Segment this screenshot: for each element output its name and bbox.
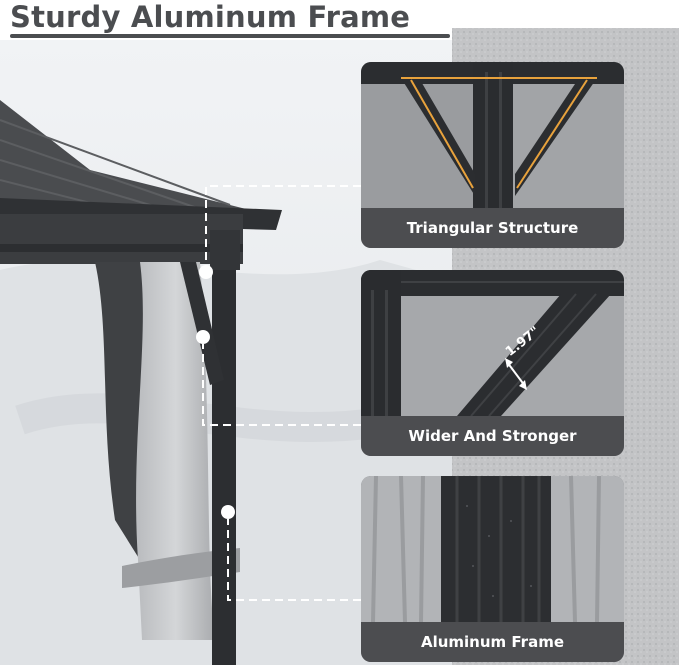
aluminum-frame-image [361,476,624,622]
detail-card-wider: Wider And Stronger [361,270,624,456]
wider-frame-image [361,270,624,416]
detail-card-aluminum: Aluminum Frame [361,476,624,662]
card-label-triangular: Triangular Structure [361,208,624,248]
triangular-structure-image [361,62,624,208]
card-label-aluminum: Aluminum Frame [361,622,624,662]
detail-card-triangular: Triangular Structure [361,62,624,248]
headline-underline [10,34,450,38]
headline: Sturdy Aluminum Frame [10,0,411,34]
card-label-wider: Wider And Stronger [361,416,624,456]
